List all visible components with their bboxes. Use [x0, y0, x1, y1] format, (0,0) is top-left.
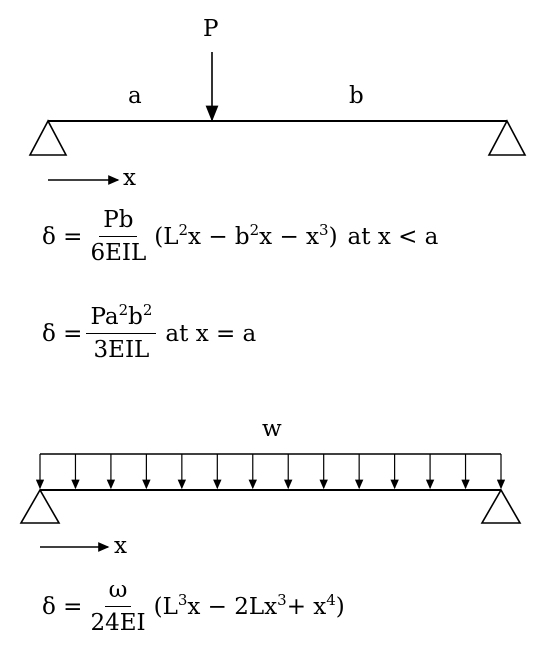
span-a-label: a: [128, 83, 142, 109]
span-b-label: b: [349, 83, 364, 109]
eq1-denominator: 6EIL: [90, 240, 147, 267]
eq1-fraction: Pb 6EIL: [86, 207, 150, 267]
right-pin-support-1: [487, 119, 527, 156]
eq3-numerator: ω: [104, 577, 132, 608]
eq3-denominator: 24EI: [90, 610, 146, 637]
eq2-denominator: 3EIL: [93, 337, 150, 364]
deflection-equation-x-equals-a: δ = Pa2b2 3EIL at x = a: [42, 303, 257, 364]
distributed-load-label: w: [262, 416, 282, 442]
eq3-fraction: ω 24EI: [86, 577, 149, 637]
eq2-lhs: δ =: [42, 321, 83, 348]
simply-supported-beam-distributed-load: [19, 453, 522, 552]
left-pin-support-1: [28, 119, 68, 156]
eq3-lhs: δ =: [42, 594, 83, 621]
point-load-label: P: [203, 16, 219, 42]
distributed-load-arrows: [35, 454, 506, 490]
deflection-equation-distributed-load: δ = ω 24EI (L3x − 2Lx3+ x4): [42, 577, 345, 637]
x-axis-label-1: x: [123, 165, 136, 191]
eq3-bracket-term: (L3x − 2Lx3+ x4): [153, 591, 345, 621]
right-pin-support-2: [480, 488, 522, 524]
eq1-bracket-term: (L2x − b2x − x3): [154, 221, 338, 251]
simply-supported-beam-point-load: [28, 52, 527, 185]
eq2-numerator: Pa2b2: [86, 303, 157, 335]
eq1-condition: at x < a: [347, 224, 439, 251]
eq1-lhs: δ =: [42, 224, 83, 251]
eq1-numerator: Pb: [99, 207, 138, 238]
eq2-condition: at x = a: [165, 321, 257, 348]
x-axis-label-2: x: [114, 533, 127, 559]
eq2-fraction: Pa2b2 3EIL: [86, 303, 157, 364]
deflection-equation-x-less-than-a: δ = Pb 6EIL (L2x − b2x − x3) at x < a: [42, 207, 439, 267]
left-pin-support-2: [19, 488, 61, 524]
